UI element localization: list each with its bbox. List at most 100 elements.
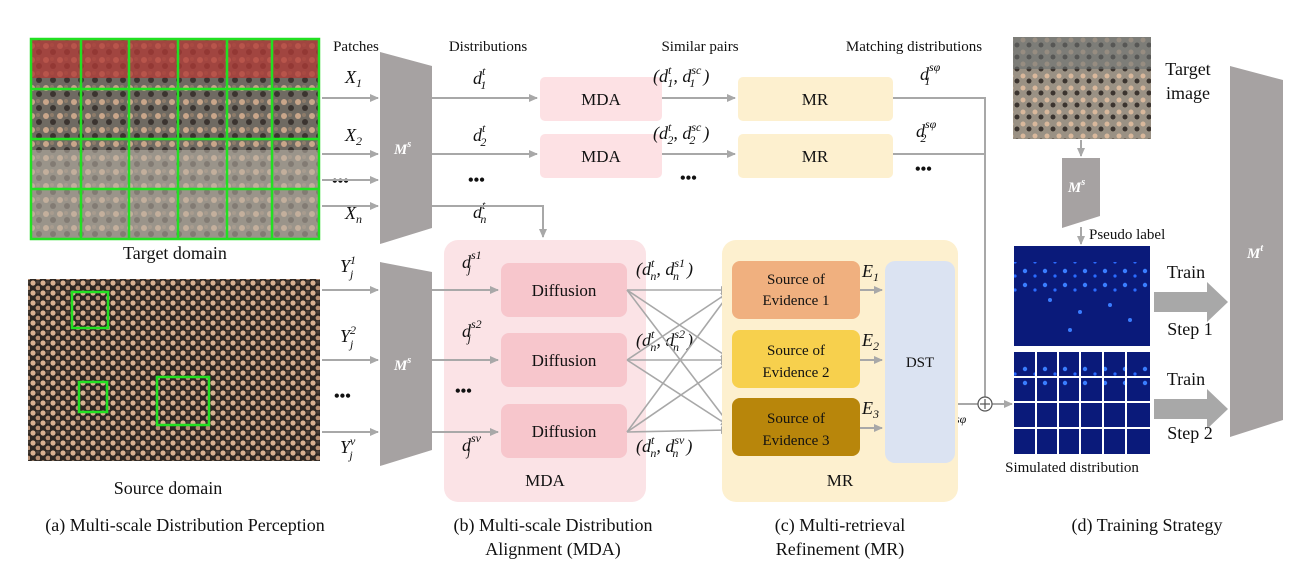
svg-text:•••: ••• (455, 383, 472, 400)
x2-label: X2 (344, 125, 362, 148)
mda-box-1: MDA (540, 77, 662, 121)
evidence-2: Source of Evidence 2 (732, 330, 860, 388)
svg-text:DST: DST (906, 355, 934, 371)
target-domain-label: Target domain (123, 243, 227, 263)
source-domain-label: Source domain (114, 478, 222, 498)
target-image-label-1: Target (1165, 59, 1210, 79)
x-arrows (322, 94, 379, 210)
cross-arrows (626, 286, 730, 435)
match-lines (893, 97, 1013, 408)
caption-c-line1: (c) Multi-retrieval (775, 515, 905, 536)
train-label-2: Train (1167, 369, 1205, 389)
step-label-1: Step 1 (1167, 319, 1213, 339)
svg-text:Ms: Ms (393, 139, 411, 158)
svg-text:MR: MR (802, 147, 829, 166)
y-arrows (322, 286, 379, 436)
svg-text:MDA: MDA (581, 90, 621, 109)
evidence-arrows (860, 286, 883, 432)
small-encoder-ms: Ms (1062, 158, 1100, 228)
distributions-header: Distributions (449, 39, 528, 55)
svg-text:Ms: Ms (1067, 177, 1085, 196)
x1-label: X1 (344, 67, 362, 90)
diffusion-box-1: Diffusion (501, 263, 627, 317)
caption-b-line1: (b) Multi-scale Distribution (454, 515, 653, 536)
evidence-1: Source of Evidence 1 (732, 261, 860, 319)
train-arrow-1 (1154, 282, 1228, 322)
svg-text:E3: E3 (861, 398, 879, 421)
pair-arrows (662, 94, 736, 158)
svg-text:E1: E1 (861, 261, 879, 284)
plus-node (977, 396, 993, 412)
x-inputs: X1 X2 ••• Xn (332, 67, 362, 226)
xn-label: Xn (344, 203, 362, 226)
svg-text:MR: MR (802, 90, 829, 109)
svg-text:MDA: MDA (581, 147, 621, 166)
caption-c-line2: Refinement (MR) (776, 539, 904, 560)
dist-arrows (432, 94, 547, 238)
evidence-3: Source of Evidence 3 (732, 398, 860, 456)
svg-text:Evidence 2: Evidence 2 (762, 365, 829, 381)
y-ellipsis: ••• (334, 388, 351, 405)
mr-box-1: MR (738, 77, 893, 121)
pseudo-label-map (1014, 246, 1150, 346)
diffusion-box-2: Diffusion (501, 333, 627, 387)
svg-text:Source of: Source of (767, 343, 825, 359)
source-domain-image (28, 279, 320, 461)
svg-text:Ms: Ms (393, 355, 411, 374)
target-image-label-2: image (1166, 83, 1210, 103)
svg-text:MR: MR (827, 471, 854, 490)
svg-text:Diffusion: Diffusion (532, 281, 597, 300)
pseudo-label-text: Pseudo label (1089, 227, 1165, 243)
target-image-thumb (1013, 37, 1151, 139)
svg-text:Diffusion: Diffusion (532, 351, 597, 370)
similar-pairs-header: Similar pairs (661, 39, 738, 55)
target-domain-image (29, 37, 321, 241)
diffusion-box-3: Diffusion (501, 404, 627, 458)
dst-box: DST (885, 261, 955, 463)
mr-box-2: MR (738, 134, 893, 178)
mda-box-2: MDA (540, 134, 662, 178)
e-labels: E1 E2 E3 (861, 261, 879, 421)
diffusion-in-arrows (432, 286, 499, 436)
matching-header: Matching distributions (846, 39, 982, 55)
pair-ellipsis: ••• (680, 170, 697, 187)
train-arrow-2 (1154, 389, 1228, 429)
match-ellipsis: ••• (915, 161, 932, 178)
svg-text:Evidence 3: Evidence 3 (762, 433, 829, 449)
step-label-2: Step 2 (1167, 423, 1213, 443)
svg-text:MDA: MDA (525, 471, 565, 490)
caption-d: (d) Training Strategy (1072, 515, 1223, 536)
svg-text:Source of: Source of (767, 411, 825, 427)
patches-header: Patches (333, 39, 379, 55)
svg-text:Mt: Mt (1246, 243, 1264, 262)
big-encoder-mt: Mt (1230, 66, 1283, 437)
encoder-ms-bottom: Ms (380, 262, 432, 466)
svg-text:E2: E2 (861, 330, 879, 353)
x-ellipsis: ••• (332, 173, 349, 190)
simulated-map (1014, 352, 1150, 454)
caption-a: (a) Multi-scale Distribution Perception (45, 515, 324, 536)
svg-text:Evidence 1: Evidence 1 (762, 293, 829, 309)
train-label-1: Train (1167, 262, 1205, 282)
svg-text:Source of: Source of (767, 272, 825, 288)
encoder-ms-top: Ms (380, 52, 432, 244)
